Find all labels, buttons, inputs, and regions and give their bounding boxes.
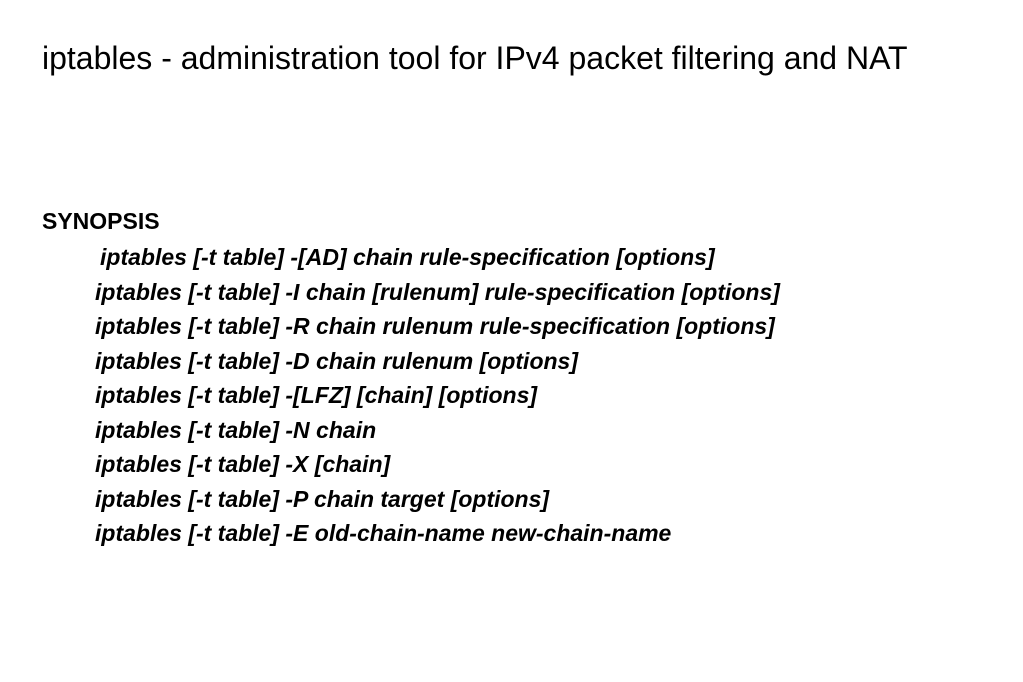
synopsis-line: iptables [-t table] -[AD] chain rule-spe… <box>100 244 715 270</box>
synopsis-line: iptables [-t table] -D chain rulenum [op… <box>95 347 578 374</box>
synopsis-line: iptables [-t table] -P chain target [opt… <box>95 485 550 512</box>
synopsis-line: iptables [-t table] -E old-chain-name ne… <box>95 520 672 546</box>
synopsis-line: iptables [-t table] -[LFZ] [chain] [opti… <box>95 382 538 408</box>
synopsis-list: iptables [-t table] -[AD] chain rule-spe… <box>95 240 780 551</box>
synopsis-line: iptables [-t table] -X [chain] <box>95 451 391 477</box>
page-title: iptables - administration tool for IPv4 … <box>42 40 908 76</box>
synopsis-line: iptables [-t table] -N chain <box>95 416 377 443</box>
synopsis-line: iptables [-t table] -I chain [rulenum] r… <box>95 278 780 305</box>
synopsis-heading: SYNOPSIS <box>42 208 160 234</box>
synopsis-line: iptables [-t table] -R chain rulenum rul… <box>95 313 775 339</box>
